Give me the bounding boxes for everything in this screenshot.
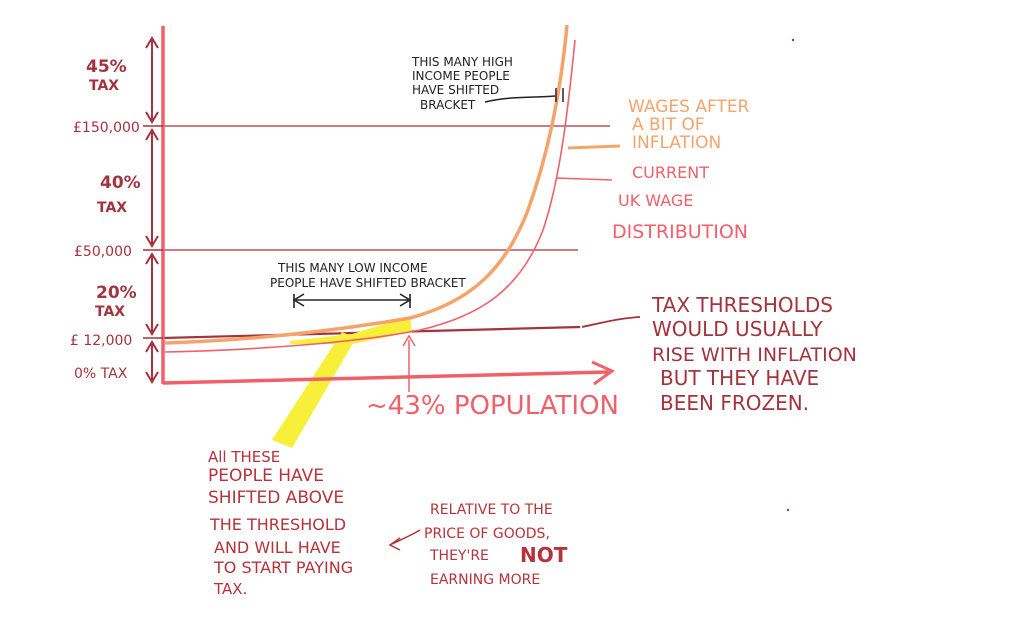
thresholds-leader <box>581 316 641 328</box>
high-income-note: THIS MANY HIGH INCOME PEOPLE HAVE SHIFTE… <box>411 55 513 112</box>
low-income-note: THIS MANY LOW INCOME PEOPLE HAVE SHIFTED… <box>270 261 466 290</box>
shifted-line-7: TAX. <box>213 580 247 598</box>
high-income-pointer <box>484 95 556 103</box>
relative-line-3-emphasis: NOT <box>520 543 568 567</box>
inflation-label-line-2: A BIT OF <box>632 115 705 135</box>
high-income-line-2: INCOME PEOPLE <box>412 69 510 83</box>
current-label-line-3: DISTRIBUTION <box>612 221 748 243</box>
relative-line-1: RELATIVE TO THE <box>430 502 553 518</box>
relative-prices-arrow <box>391 529 421 545</box>
current-label-line-2: UK WAGE <box>618 191 693 210</box>
label-40-word: TAX <box>97 200 127 216</box>
tick-label-12k: £ 12,000 <box>70 333 132 349</box>
current-wage-distribution-curve <box>164 39 576 353</box>
label-20-word: TAX <box>95 304 125 320</box>
current-label-line-1: CURRENT <box>632 163 709 182</box>
thresholds-line-1: TAX THRESHOLDS <box>651 293 833 317</box>
shifted-line-2: PEOPLE HAVE <box>208 466 324 486</box>
shifted-line-3: SHIFTED ABOVE <box>208 488 344 508</box>
relative-line-3-prefix: THEY'RE <box>429 548 489 564</box>
shifted-line-6: TO START PAYING <box>213 558 353 577</box>
shifted-line-5: AND WILL HAVE <box>214 538 341 557</box>
low-income-line-2: PEOPLE HAVE SHIFTED BRACKET <box>270 276 466 290</box>
current-curve-label: CURRENT UK WAGE DISTRIBUTION <box>612 163 748 243</box>
shifted-line-1: All THESE <box>208 448 280 466</box>
speck <box>791 38 795 42</box>
label-40-pct: 40% <box>100 173 141 193</box>
inflation-label-line-3: INFLATION <box>632 133 721 153</box>
thresholds-line-4: BUT THEY HAVE <box>660 366 819 390</box>
inflation-curve-label: WAGES AFTER A BIT OF INFLATION <box>628 97 750 153</box>
thresholds-line-5: BEEN FROZEN. <box>660 391 809 415</box>
shifted-people-note: All THESE PEOPLE HAVE SHIFTED ABOVE THE … <box>208 448 353 598</box>
relative-line-4: EARNING MORE <box>430 572 540 588</box>
thresholds-frozen-note: TAX THRESHOLDS WOULD USUALLY RISE WITH I… <box>651 293 857 415</box>
inflation-label-line-1: WAGES AFTER <box>628 97 750 117</box>
x-axis <box>162 370 609 385</box>
high-income-line-3: HAVE SHIFTED <box>412 83 499 97</box>
speck <box>786 508 790 512</box>
label-tax-45-word: TAX <box>89 78 119 94</box>
population-marker-arrowhead <box>402 334 416 347</box>
relative-prices-arrowhead <box>388 537 401 551</box>
label-20-pct: 20% <box>96 283 137 303</box>
x-axis-arrowhead <box>591 360 615 386</box>
inflation-wage-curve <box>164 24 569 345</box>
relative-prices-note: RELATIVE TO THE PRICE OF GOODS, THEY'RE … <box>424 502 568 588</box>
shifted-line-4: THE THRESHOLD <box>209 515 346 534</box>
relative-line-2: PRICE OF GOODS, <box>424 526 550 542</box>
high-income-line-1: THIS MANY HIGH <box>411 55 513 69</box>
high-income-line-4: BRACKET <box>420 98 476 112</box>
x-axis-label: ~43% POPULATION <box>366 391 619 421</box>
tick-label-150k: £150,000 <box>73 120 140 136</box>
bracket-arrows <box>145 36 159 384</box>
thresholds-line-2: WOULD USUALLY <box>652 317 823 341</box>
low-income-line-1: THIS MANY LOW INCOME <box>277 261 428 275</box>
tick-label-50k: £50,000 <box>74 244 132 260</box>
label-tax-45-pct: 45% <box>86 57 127 77</box>
inflation-label-leader <box>567 144 621 150</box>
label-tax-0: 0% TAX <box>74 366 128 382</box>
thresholds-line-3: RISE WITH INFLATION <box>652 344 857 366</box>
yellow-pointer-arrow <box>272 332 356 448</box>
current-label-leader <box>555 177 613 181</box>
